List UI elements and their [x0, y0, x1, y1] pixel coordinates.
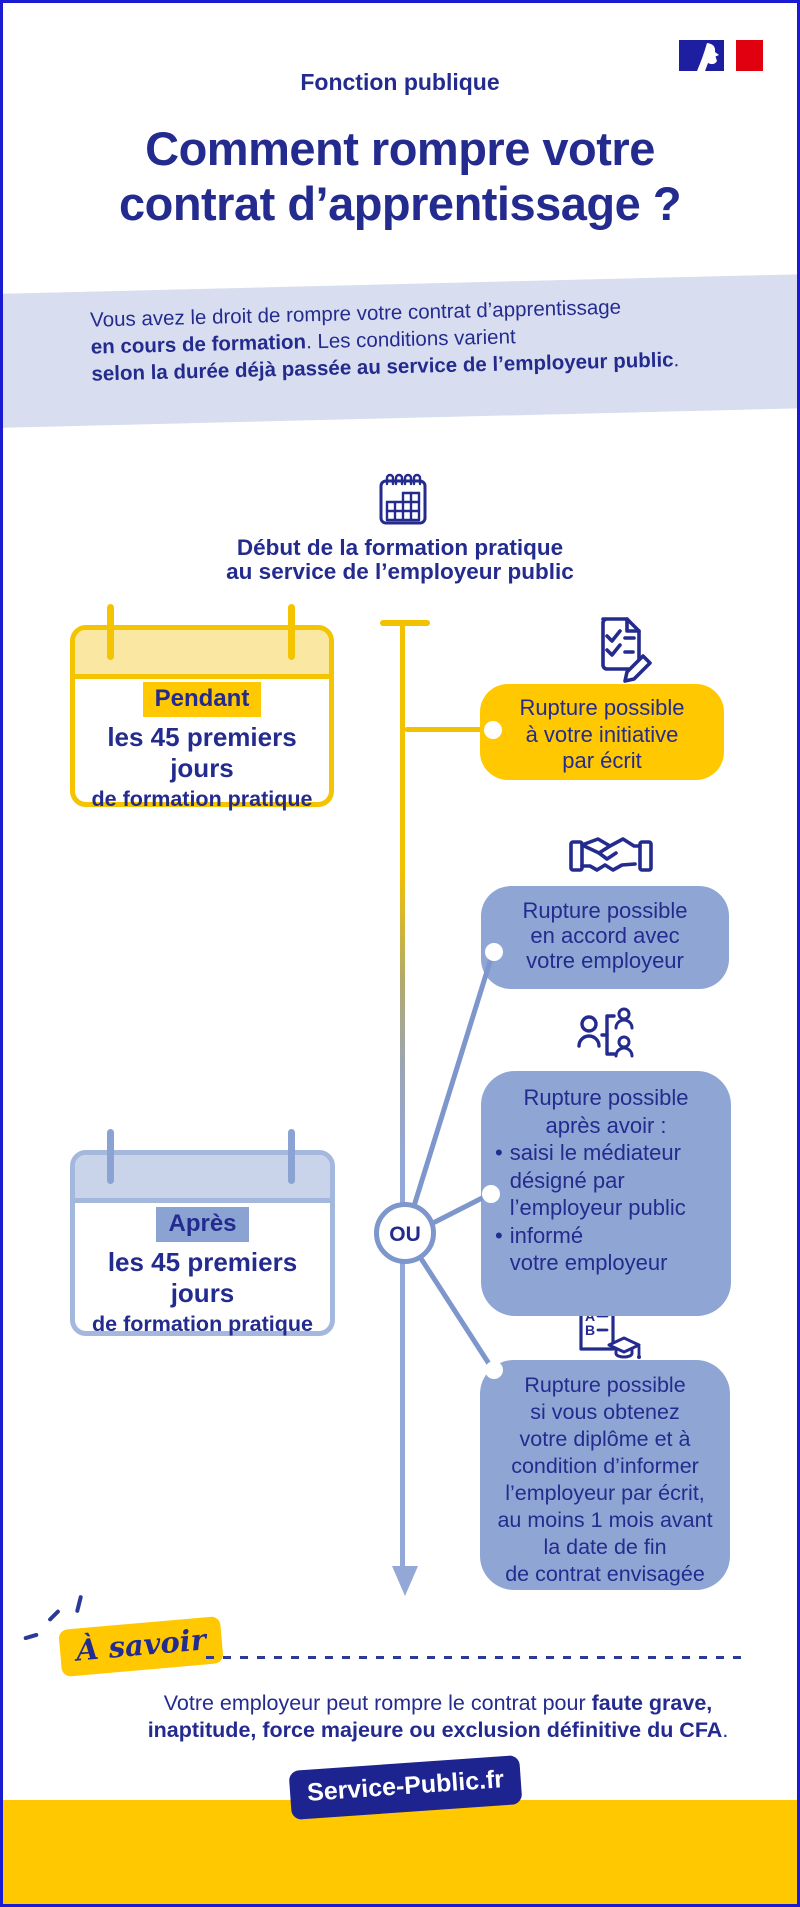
intro-line2-bold: en cours de formation [90, 330, 307, 359]
brand-label: Fonction publique [300, 69, 500, 95]
page-title: Comment rompre votre contrat d’apprentis… [3, 121, 797, 231]
bubble-accord-text: Rupture possible en accord avec votre em… [522, 898, 688, 973]
start-label-line2: au service de l’employeur public [226, 559, 574, 584]
calendar-ring-icon [107, 1129, 114, 1184]
mediator-icon [577, 1005, 637, 1063]
or-circle [374, 1202, 436, 1264]
bullet-marker: • [495, 1222, 503, 1248]
intro-line3-regular: . [673, 348, 680, 372]
dashed-divider [206, 1656, 746, 1659]
intro-text: Vous avez le droit de rompre votre contr… [90, 292, 680, 387]
pendant-calendar-header [75, 630, 329, 679]
note-line1-bold: faute grave, [591, 1691, 713, 1715]
apres-highlight: Après [156, 1207, 249, 1242]
or-label: OU [389, 1223, 421, 1246]
bullet-item: • saisi le médiateur désigné par l’emplo… [495, 1139, 731, 1222]
note-line2-bold: inaptitude, force majeure ou exclusion d… [147, 1718, 723, 1742]
a-savoir-badge: À savoir [58, 1616, 224, 1677]
calendar-ring-icon [288, 1129, 295, 1184]
apres-calendar-header [75, 1155, 330, 1203]
timeline-arrowhead-icon [392, 1566, 418, 1596]
intro-band: Vous avez le droit de rompre votre contr… [3, 273, 797, 429]
marianne-profile [697, 43, 719, 71]
timeline-line [400, 623, 405, 1568]
pendant-line2: de formation pratique [91, 787, 313, 811]
apres-line1: les 45 premiers jours [107, 1247, 298, 1308]
bubble-diplome-text: Rupture possible si vous obtenez votre d… [497, 1373, 713, 1586]
bullet-item: • informé votre employeur [495, 1222, 731, 1277]
bullet-text-informe: informé votre employeur [509, 1222, 668, 1276]
svg-text:A: A [585, 1308, 595, 1324]
pendant-highlight: Pendant [142, 682, 262, 717]
calendar-ring-icon [288, 604, 295, 660]
bubble-rupture-mediateur: Rupture possible après avoir : • saisi l… [481, 1071, 731, 1316]
french-republic-flag-logo [679, 40, 763, 71]
pendant-line1: les 45 premiers jours [107, 722, 297, 783]
pendant-calendar-card: Pendant les 45 premiers jours de formati… [70, 625, 334, 811]
bubble-initiative-text: Rupture possible à votre initiative par … [519, 695, 685, 773]
sparkle-icon [23, 1632, 39, 1641]
handshake-icon [567, 831, 655, 883]
bubble-rupture-initiative: Rupture possible à votre initiative par … [480, 684, 724, 780]
sparkle-icon [47, 1608, 61, 1623]
apres-line2: de formation pratique [92, 1312, 313, 1336]
timeline-start-label: Début de la formation pratique au servic… [3, 536, 797, 584]
intro-line2-regular: . Les conditions varient [305, 325, 516, 354]
bullet-marker: • [495, 1140, 503, 1165]
note-line2-regular: . [722, 1718, 729, 1742]
calendar-ring-icon [107, 604, 114, 660]
timeline-start-cap [380, 620, 430, 626]
start-label-line1: Début de la formation pratique [236, 535, 564, 560]
timeline-branch-yellow [405, 727, 485, 732]
bubble-rupture-diplome: Rupture possible si vous obtenez votre d… [480, 1360, 730, 1590]
note-line1-regular: Votre employeur peut rompre le contrat p… [163, 1691, 592, 1715]
footer-band [3, 1800, 797, 1904]
checklist-pencil-icon [589, 615, 655, 685]
bullet-text-mediateur: saisi le médiateur désigné par l’employe… [509, 1140, 686, 1220]
page-title-line2: contrat d’apprentissage ? [118, 177, 682, 230]
calendar-icon [375, 469, 431, 529]
bubble-mediateur-bullets: • saisi le médiateur désigné par l’emplo… [495, 1139, 731, 1277]
bubble-mediateur-intro: Rupture possible après avoir : [523, 1085, 689, 1138]
sparkle-icon [74, 1594, 84, 1614]
page-title-line1: Comment rompre votre [145, 122, 655, 175]
note-text: Votre employeur peut rompre le contrat p… [78, 1690, 797, 1744]
svg-text:B: B [585, 1322, 595, 1338]
bubble-rupture-accord: Rupture possible en accord avec votre em… [481, 886, 729, 989]
